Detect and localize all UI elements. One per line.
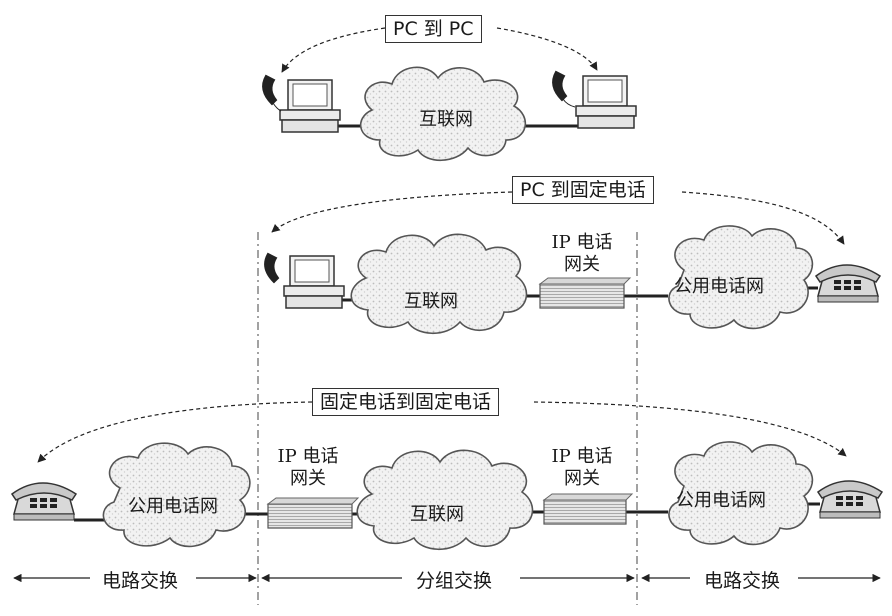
phone-right-2 xyxy=(814,264,882,303)
cloud-internet-2 xyxy=(350,233,528,334)
scenario-label-pc-to-phone: PC 到固定电话 xyxy=(512,176,654,204)
zone-label-packet: 分组交换 xyxy=(412,566,497,593)
arrow-phone-phone-right xyxy=(533,401,847,457)
arrow-phone-phone-left xyxy=(37,401,313,463)
pstn-label: 公用电话网 xyxy=(676,490,766,511)
phone-left-3 xyxy=(10,482,78,521)
internet-label: 互联网 xyxy=(419,109,473,130)
cloud-pstn-3-right xyxy=(668,441,814,546)
handset-icon xyxy=(264,252,280,284)
internet-label: 互联网 xyxy=(410,504,464,525)
pc-right-1 xyxy=(552,70,637,129)
row-phone-to-phone xyxy=(10,401,884,550)
arrow-pc-phone-right xyxy=(681,191,845,245)
pc-left-2 xyxy=(264,252,345,309)
scenario-label-pc-to-pc: PC 到 PC xyxy=(385,15,482,43)
row-pc-to-pc xyxy=(262,27,637,161)
row-pc-to-phone xyxy=(264,191,882,334)
cloud-pstn-2 xyxy=(668,225,814,330)
gateway-label-line2: 网关 xyxy=(290,468,326,489)
gateway-label: IP 电话 网关 xyxy=(264,446,352,490)
pstn-label: 公用电话网 xyxy=(128,496,218,517)
cloud-internet-3 xyxy=(356,449,534,550)
gateway-label: IP 电话 网关 xyxy=(538,232,626,276)
arrow-pc-pc-left xyxy=(281,27,386,73)
gateway-label-line2: 网关 xyxy=(564,468,600,489)
zone-label-circuit-left: 电路交换 xyxy=(98,566,183,593)
internet-label: 互联网 xyxy=(404,291,458,312)
cloud-pstn-3-left xyxy=(102,442,251,548)
handset-icon xyxy=(552,70,568,102)
arrow-pc-pc-right xyxy=(496,27,598,71)
handset-icon xyxy=(262,74,278,106)
ip-gateway-3-left xyxy=(266,497,360,529)
ip-gateway-2 xyxy=(538,277,632,309)
gateway-label-line2: 网关 xyxy=(564,254,600,275)
gateway-label-line1: IP 电话 xyxy=(551,446,613,467)
gateway-label-line1: IP 电话 xyxy=(551,232,613,253)
pstn-label: 公用电话网 xyxy=(674,276,764,297)
arrow-pc-phone-left xyxy=(271,191,513,233)
scenario-label-phone-to-phone: 固定电话到固定电话 xyxy=(312,388,500,416)
cloud-internet-1 xyxy=(359,66,527,161)
pc-left-1 xyxy=(262,74,341,133)
zone-label-circuit-right: 电路交换 xyxy=(700,566,785,593)
gateway-label: IP 电话 网关 xyxy=(538,446,626,490)
gateway-label-line1: IP 电话 xyxy=(277,446,339,467)
phone-right-3 xyxy=(816,480,884,519)
ip-gateway-3-right xyxy=(542,493,634,525)
